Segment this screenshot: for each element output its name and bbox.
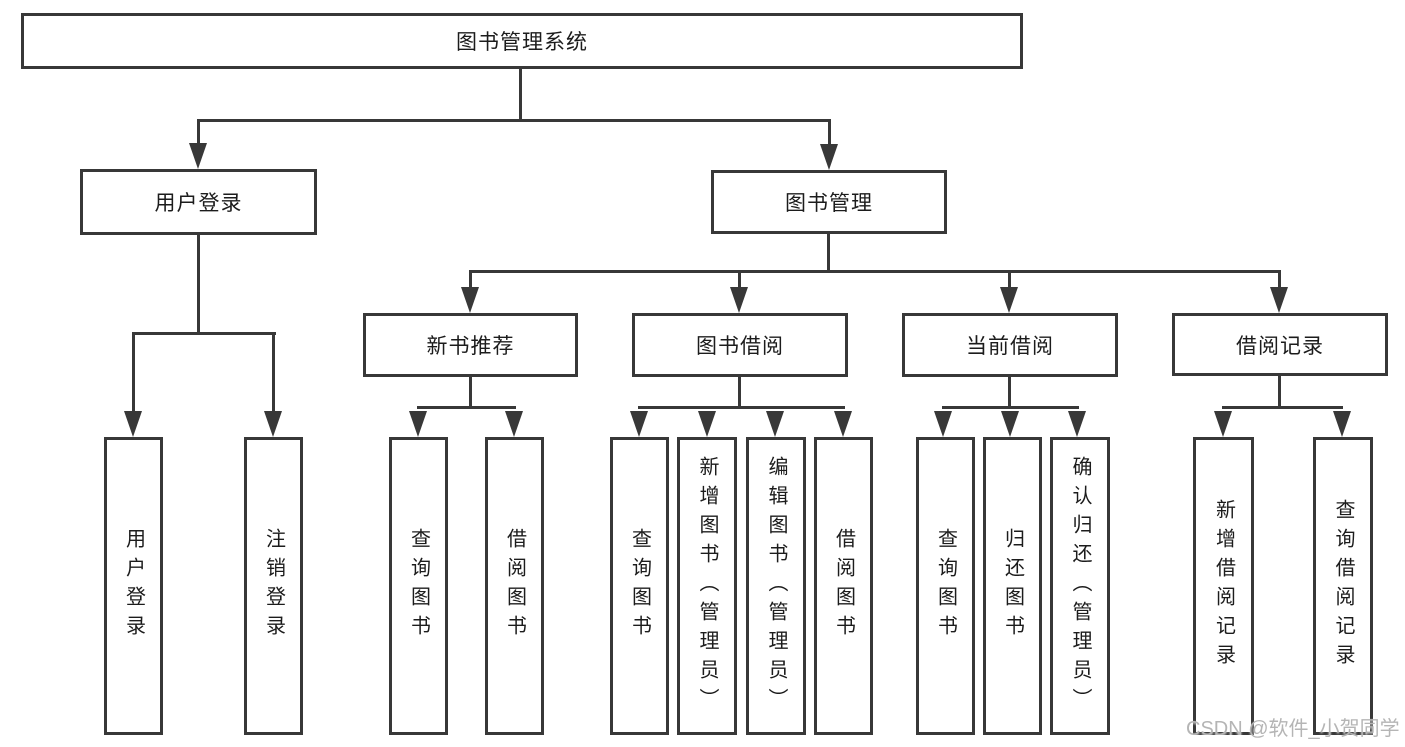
leaf-query-borrow-record-label: 查询借阅记录 bbox=[1332, 499, 1354, 673]
leaf-query-book-1: 查询图书 bbox=[389, 437, 448, 735]
arrowhead-new-book bbox=[461, 287, 479, 313]
connector-drop-leaf-login bbox=[132, 332, 135, 412]
leaf-logout: 注销登录 bbox=[244, 437, 303, 735]
connector-drop-leaf-logout bbox=[272, 332, 275, 412]
leaf-query-book-3-label: 查询图书 bbox=[934, 528, 957, 644]
connector-root-trunk bbox=[519, 69, 522, 122]
leaf-return-book-label: 归还图书 bbox=[1001, 528, 1024, 644]
node-book-mgmt: 图书管理 bbox=[711, 170, 947, 234]
arrowhead-leaf-add-record bbox=[1214, 411, 1232, 437]
node-new-book-recommend: 新书推荐 bbox=[363, 313, 578, 377]
connector-borrow-records-branch bbox=[1222, 406, 1343, 409]
arrowhead-leaf-edit-book bbox=[766, 411, 784, 437]
arrowhead-user-login bbox=[189, 143, 207, 169]
node-book-borrow: 图书借阅 bbox=[632, 313, 848, 377]
connector-drop-borrow-records bbox=[1278, 270, 1281, 288]
leaf-edit-book-admin-label: 编辑图书（管理员） bbox=[765, 455, 787, 717]
connector-current-borrow-trunk bbox=[1008, 377, 1011, 409]
node-new-book-recommend-label: 新书推荐 bbox=[426, 335, 515, 358]
connector-drop-user-login bbox=[197, 119, 200, 147]
leaf-borrow-book-1: 借阅图书 bbox=[485, 437, 544, 735]
arrowhead-leaf-query-record bbox=[1333, 411, 1351, 437]
arrowhead-leaf-login bbox=[124, 411, 142, 437]
connector-level3-branch bbox=[469, 270, 1281, 273]
leaf-query-book-2: 查询图书 bbox=[610, 437, 669, 735]
leaf-confirm-return-admin: 确认归还（管理员） bbox=[1050, 437, 1110, 735]
node-root-label: 图书管理系统 bbox=[456, 31, 588, 54]
arrowhead-borrow-records bbox=[1270, 287, 1288, 313]
leaf-query-book-3: 查询图书 bbox=[916, 437, 975, 735]
leaf-edit-book-admin: 编辑图书（管理员） bbox=[746, 437, 806, 735]
leaf-query-book-2-label: 查询图书 bbox=[628, 528, 651, 644]
arrowhead-leaf-confirm-return bbox=[1068, 411, 1086, 437]
connector-drop-book-mgmt bbox=[828, 119, 831, 147]
leaf-return-book: 归还图书 bbox=[983, 437, 1042, 735]
arrowhead-leaf-borrow-book-1 bbox=[505, 411, 523, 437]
leaf-logout-label: 注销登录 bbox=[262, 528, 285, 644]
connector-new-book-trunk bbox=[469, 377, 472, 409]
node-book-mgmt-label: 图书管理 bbox=[785, 192, 873, 215]
connector-borrow-records-trunk bbox=[1278, 376, 1281, 409]
arrowhead-leaf-return-book bbox=[1001, 411, 1019, 437]
leaf-user-login-label: 用户登录 bbox=[122, 528, 145, 644]
arrowhead-leaf-query-book-2 bbox=[630, 411, 648, 437]
node-root: 图书管理系统 bbox=[21, 13, 1023, 69]
arrowhead-book-borrow bbox=[730, 287, 748, 313]
node-borrow-records-label: 借阅记录 bbox=[1236, 334, 1324, 358]
arrowhead-leaf-add-book bbox=[698, 411, 716, 437]
node-user-login: 用户登录 bbox=[80, 169, 317, 235]
arrowhead-leaf-borrow-book-2 bbox=[834, 411, 852, 437]
node-book-borrow-label: 图书借阅 bbox=[696, 335, 784, 358]
leaf-borrow-book-2: 借阅图书 bbox=[814, 437, 873, 735]
node-current-borrow-label: 当前借阅 bbox=[966, 335, 1054, 358]
node-current-borrow: 当前借阅 bbox=[902, 313, 1118, 377]
connector-book-borrow-trunk bbox=[738, 377, 741, 409]
connector-user-login-trunk bbox=[197, 235, 200, 335]
leaf-borrow-book-2-label: 借阅图书 bbox=[832, 528, 855, 644]
leaf-add-borrow-record: 新增借阅记录 bbox=[1193, 437, 1254, 735]
connector-new-book-branch bbox=[417, 406, 516, 409]
arrowhead-leaf-query-book-1 bbox=[409, 411, 427, 437]
arrowhead-book-mgmt bbox=[820, 144, 838, 170]
leaf-query-borrow-record: 查询借阅记录 bbox=[1313, 437, 1373, 735]
leaf-borrow-book-1-label: 借阅图书 bbox=[503, 528, 526, 644]
arrowhead-leaf-query-book-3 bbox=[934, 411, 952, 437]
connector-drop-new-book bbox=[469, 270, 472, 288]
arrowhead-current-borrow bbox=[1000, 287, 1018, 313]
leaf-query-book-1-label: 查询图书 bbox=[407, 528, 430, 644]
connector-drop-current-borrow bbox=[1008, 270, 1011, 288]
node-borrow-records: 借阅记录 bbox=[1172, 313, 1388, 376]
node-user-login-label: 用户登录 bbox=[154, 192, 243, 215]
connector-book-borrow-branch bbox=[638, 406, 845, 409]
connector-drop-book-borrow bbox=[738, 270, 741, 288]
leaf-add-borrow-record-label: 新增借阅记录 bbox=[1212, 499, 1235, 673]
connector-current-borrow-branch bbox=[942, 406, 1079, 409]
connector-level2-branch bbox=[197, 119, 831, 122]
csdn-watermark: CSDN @软件_小贺同学 bbox=[1186, 718, 1400, 740]
connector-book-mgmt-trunk bbox=[827, 234, 830, 273]
leaf-add-book-admin-label: 新增图书（管理员） bbox=[696, 455, 718, 717]
arrowhead-leaf-logout bbox=[264, 411, 282, 437]
leaf-user-login: 用户登录 bbox=[104, 437, 163, 735]
leaf-confirm-return-admin-label: 确认归还（管理员） bbox=[1069, 455, 1091, 717]
connector-user-login-branch bbox=[132, 332, 276, 335]
leaf-add-book-admin: 新增图书（管理员） bbox=[677, 437, 737, 735]
